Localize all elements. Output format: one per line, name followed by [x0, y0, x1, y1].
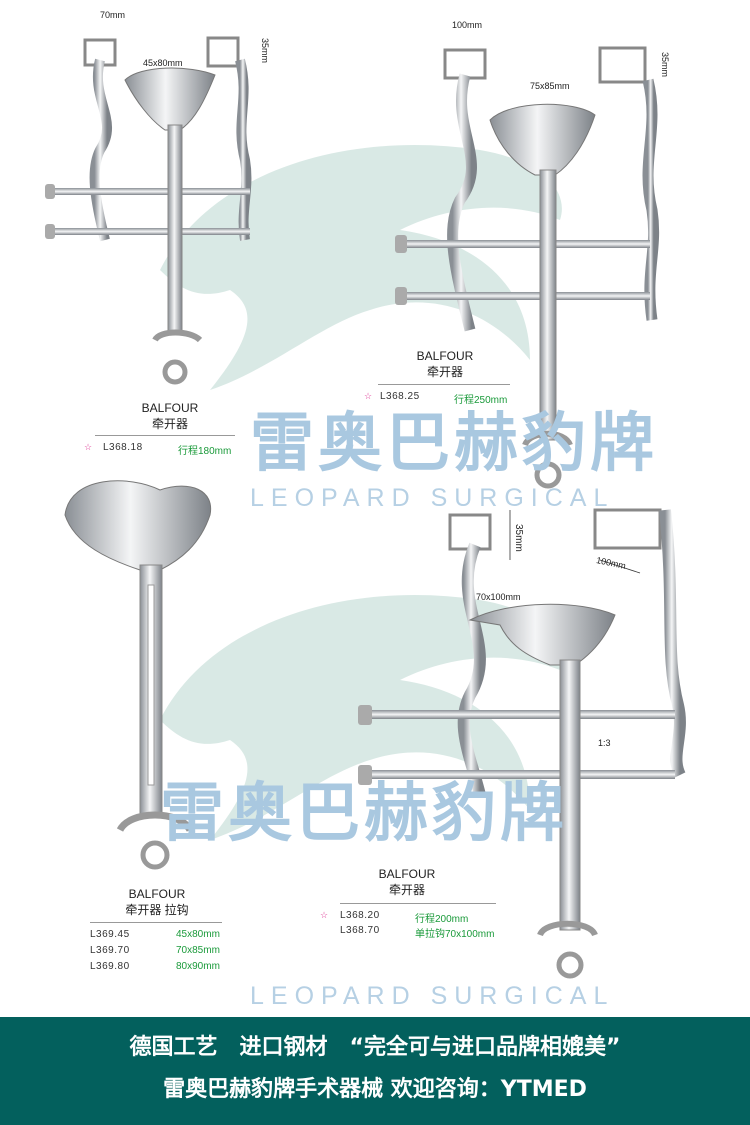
dimension-label: 1:3 [598, 738, 611, 748]
dimension-label: 100mm [452, 20, 483, 30]
divider [95, 435, 235, 436]
divider [340, 903, 496, 904]
balfour-retractor-image-1 [45, 36, 252, 385]
product-spec: 行程250mm [454, 395, 508, 406]
product-code: L368.20 [340, 910, 380, 921]
dimension-label: 75x85mm [530, 81, 570, 91]
watermark-chinese-bottom: 雷奥巴赫豹牌 [160, 777, 568, 851]
balfour-retractor-image-3 [358, 508, 686, 979]
dimension-label: 35mm [660, 52, 670, 78]
product-spec: 行程200mm [415, 914, 469, 925]
dimension-label: 35mm [260, 38, 270, 64]
footer-slogan: 德国工艺 进口钢材 “完全可与进口品牌相媲美” [129, 1035, 621, 1060]
product-spec: 80x90mm [176, 961, 220, 972]
watermark-english-bottom: LEOPARD SURGICAL [250, 982, 615, 1010]
product-code: L368.18 [103, 442, 143, 453]
watermark-english-top: LEOPARD SURGICAL [250, 484, 615, 512]
dimension-label: 70x100mm [476, 592, 521, 602]
footer-banner: 德国工艺 进口钢材 “完全可与进口品牌相媲美” 雷奥巴赫豹牌手术器械 欢迎咨询：… [0, 1017, 750, 1125]
watermark-chinese-top: 雷奥巴赫豹牌 [250, 407, 658, 481]
dimension-label: 45x80mm [143, 58, 183, 68]
star-icon: ☆ [84, 442, 93, 452]
product-spec: 行程180mm [178, 446, 232, 457]
star-icon: ☆ [320, 910, 329, 920]
divider [378, 384, 510, 385]
product-code: L369.80 [90, 961, 130, 972]
dimension-label: 70mm [100, 10, 126, 20]
product-code: L368.25 [380, 391, 420, 402]
divider [90, 922, 222, 923]
product-spec: 70x85mm [176, 945, 220, 956]
dimension-label: 35mm [513, 524, 524, 552]
product-spec: 单拉钩70x100mm [415, 929, 495, 940]
footer-contact: 雷奥巴赫豹牌手术器械 欢迎咨询：YTMED [163, 1077, 587, 1102]
balfour-blade-image [64, 480, 212, 870]
star-icon: ☆ [364, 391, 373, 401]
product-code: L369.70 [90, 945, 130, 956]
product-code: L369.45 [90, 929, 130, 940]
balfour-retractor-image-2 [395, 46, 660, 489]
product-spec: 45x80mm [176, 929, 220, 940]
product-code: L368.70 [340, 925, 380, 936]
